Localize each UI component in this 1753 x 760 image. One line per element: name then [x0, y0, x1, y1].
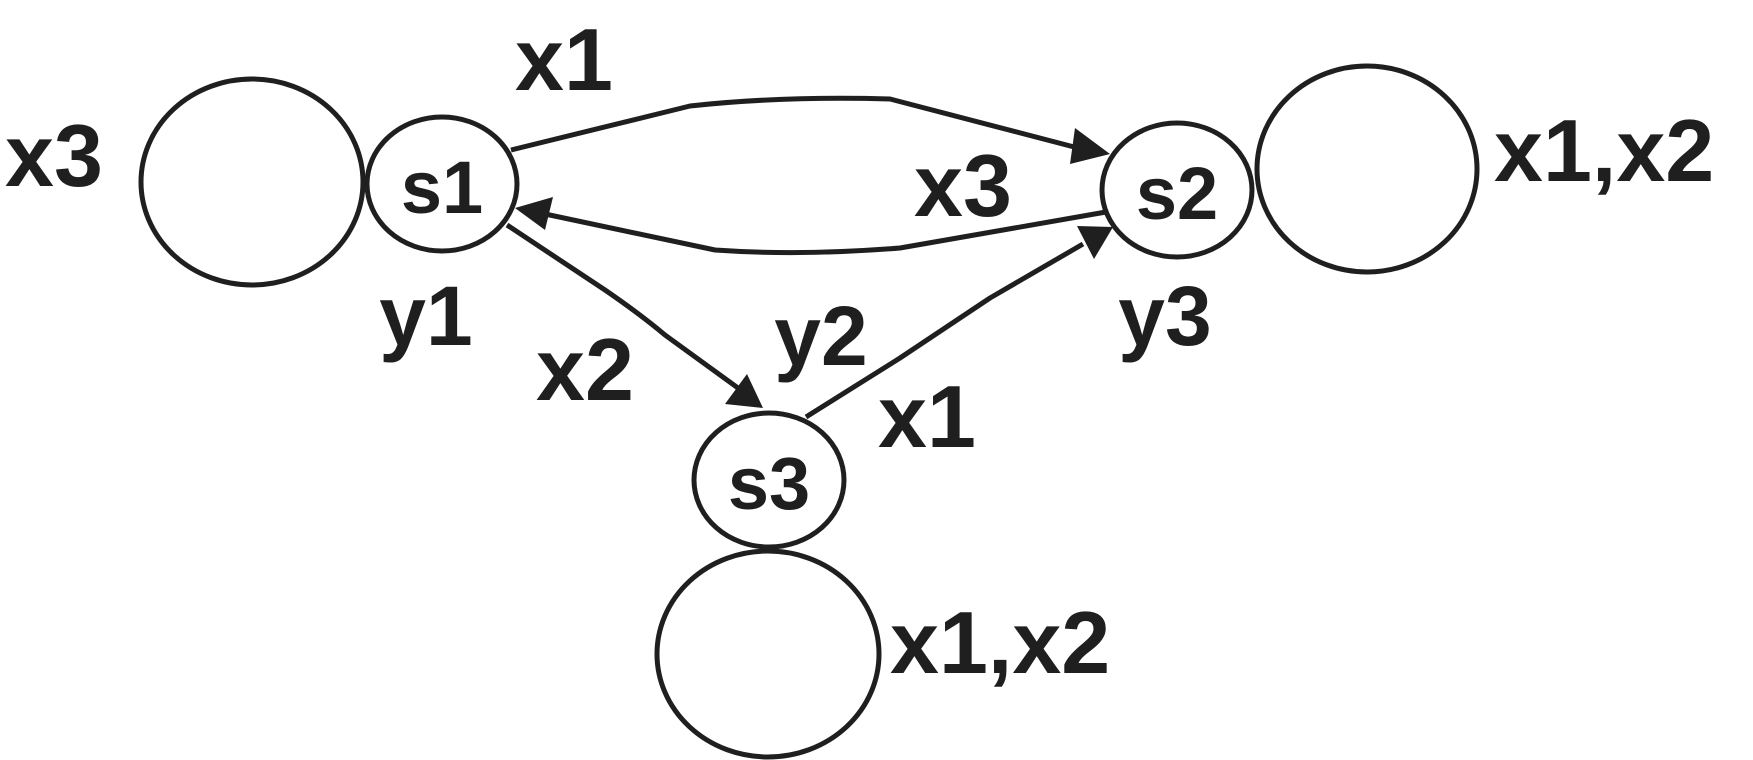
- state-label-s3: s3: [728, 442, 810, 525]
- transition-label-s1-self: x3: [5, 106, 103, 205]
- state-label-s2: s2: [1136, 152, 1218, 235]
- self-loop-s3: [654, 548, 882, 760]
- state-ring-s1: [364, 114, 520, 254]
- transition-label-s2-self: x1,x2: [1494, 101, 1714, 200]
- arrowhead-s2-s1: [515, 197, 553, 230]
- state-label-s1: s1: [401, 146, 483, 229]
- arrowhead-s1-s2: [1070, 128, 1110, 164]
- edge-s3-s2: [804, 241, 1085, 420]
- transition-label-s3-s2: x1: [878, 367, 976, 466]
- transition-label-s1-s3: x2: [536, 320, 634, 419]
- transition-label-s1-s2: x1: [515, 10, 613, 109]
- state-ring-s2: [1099, 120, 1255, 260]
- edge-s1-s2: [510, 95, 1079, 153]
- state-node-s3: s3: [691, 410, 847, 550]
- state-ring-s3: [691, 410, 847, 550]
- self-loop-s1: [138, 76, 366, 288]
- transition-label-s2-s1: x3: [914, 136, 1012, 235]
- state-output-s2: y3: [1118, 269, 1211, 363]
- transition-label-s3-self: x1,x2: [890, 593, 1110, 692]
- state-output-s3: y2: [774, 289, 867, 383]
- arrowhead-s1-s3: [725, 374, 763, 408]
- arrowhead-s3-s2: [1077, 226, 1113, 259]
- state-output-s1: y1: [379, 269, 472, 363]
- self-loop-s2: [1254, 63, 1480, 275]
- state-node-s1: s1: [364, 114, 520, 254]
- edge-s2-s1: [544, 209, 1107, 256]
- state-node-s2: s2: [1099, 120, 1255, 260]
- edge-s1-s3: [505, 222, 740, 391]
